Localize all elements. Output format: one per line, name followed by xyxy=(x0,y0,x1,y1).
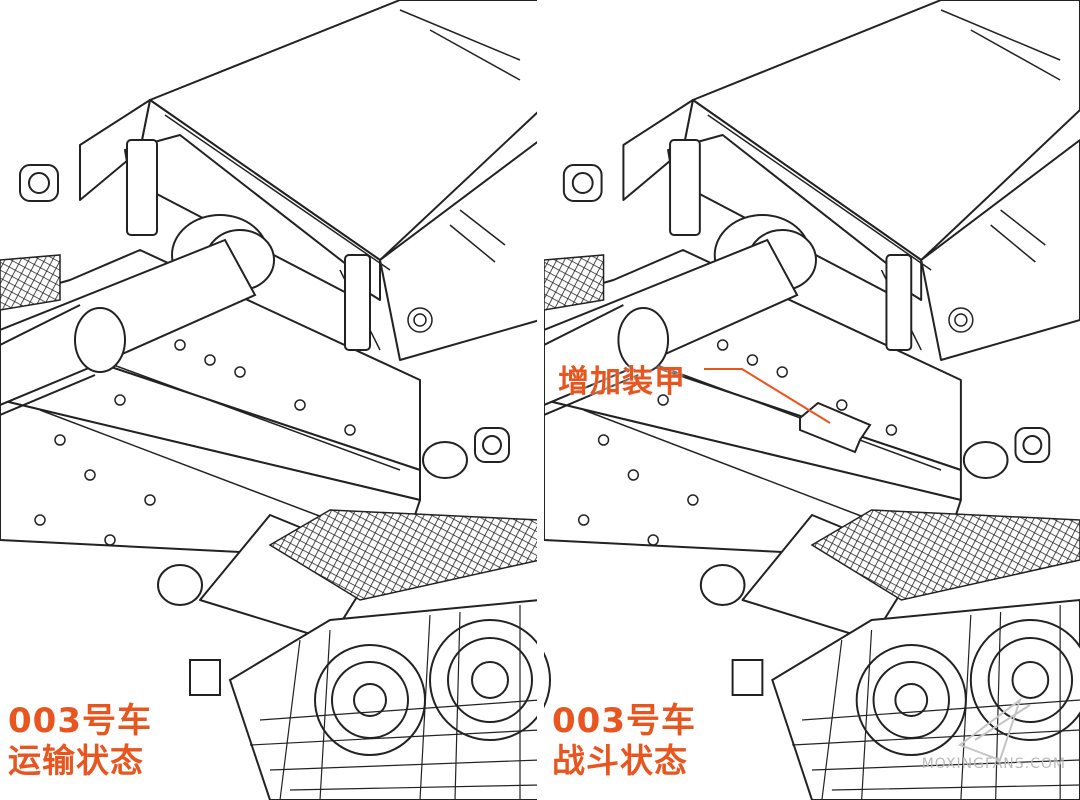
right-panel-drawing xyxy=(544,0,1080,800)
left-panel-drawing xyxy=(0,0,551,800)
right-vehicle-state: 战斗状态 xyxy=(552,741,688,780)
watermark-text: MOXINGFANS.COM xyxy=(921,756,1066,772)
right-caption: 003号车 战斗状态 xyxy=(552,704,696,777)
left-vehicle-number: 003号车 xyxy=(8,701,152,741)
left-caption: 003号车 运输状态 xyxy=(8,704,152,777)
callout-leader-line xyxy=(704,368,831,424)
left-vehicle-state: 运输状态 xyxy=(8,741,144,780)
right-vehicle-number: 003号车 xyxy=(552,701,696,741)
callout-label: 增加装甲 xyxy=(558,364,686,400)
panel-divider xyxy=(537,0,544,800)
watermark-logo-icon xyxy=(957,697,1031,762)
